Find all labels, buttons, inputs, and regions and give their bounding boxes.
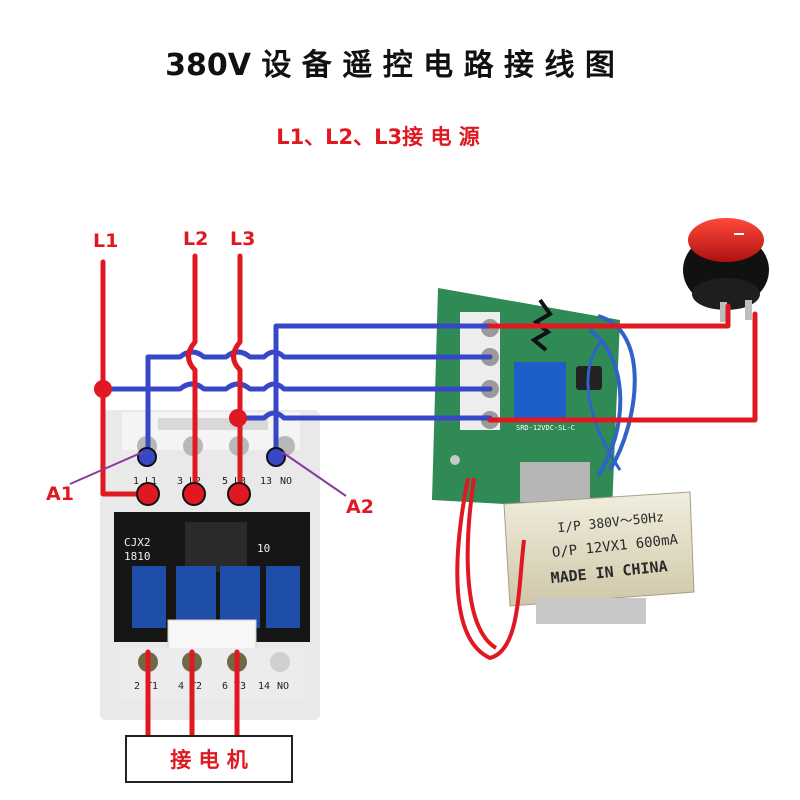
switch-pin: [720, 302, 727, 322]
motor-label: 接 电 机: [170, 748, 248, 772]
board-mount-hole: [450, 455, 460, 465]
contactor-window: [185, 522, 247, 572]
terminal-label: 5: [222, 476, 228, 487]
contactor-aux: 10: [257, 542, 270, 555]
terminal-label: NO: [280, 476, 292, 487]
transformer-base: [536, 598, 646, 624]
label-l3: L3: [230, 228, 255, 250]
pointer-a2: [281, 451, 347, 497]
terminal-a1: [137, 447, 157, 467]
terminal-l2: [182, 482, 206, 506]
transformer-core: [503, 491, 695, 607]
contactor-rating: 1810: [124, 550, 151, 563]
transformer-bobbin: [520, 462, 590, 502]
bottom-screw-14: [270, 652, 290, 672]
rocker-switch: [683, 218, 769, 322]
blue-block-center-right: [220, 566, 260, 628]
transformer: I/P 380V～50Hz O/P 12VX1 600mA MADE IN CH…: [455, 314, 695, 661]
label-l2: L2: [183, 228, 208, 250]
terminal-label: 4: [178, 681, 184, 692]
junction-l3: [229, 409, 247, 427]
terminal-label: 1: [133, 476, 139, 487]
terminal-label: 6: [222, 681, 228, 692]
contactor-label-plate: [167, 619, 257, 651]
transformer-wire-red: [455, 477, 526, 661]
terminal-l3: [227, 482, 251, 506]
terminal-label: T2: [190, 681, 202, 692]
junction-l1: [94, 380, 112, 398]
terminal-label: NO: [277, 681, 289, 692]
red-wires: [100, 253, 758, 739]
transformer-wire-red-2: [465, 477, 498, 650]
wire-l1: [100, 259, 151, 497]
wire-switch-a: [487, 303, 731, 329]
pointer-a1: [69, 451, 144, 485]
blue-block-right: [266, 566, 300, 628]
label-a2: A2: [346, 496, 374, 518]
blue-block-left: [132, 566, 166, 628]
terminal-label: L1: [145, 476, 157, 487]
terminal-label: T1: [146, 681, 158, 692]
terminal-label: 2: [134, 681, 140, 692]
label-l1: L1: [93, 230, 118, 252]
terminal-label: 3: [177, 476, 183, 487]
switch-base: [692, 278, 760, 310]
relay-label: SRD-12VDC-SL-C: [516, 424, 575, 432]
contactor-model: CJX2: [124, 536, 151, 549]
page-title: 380V 设 备 遥 控 电 路 接 线 图: [165, 48, 615, 83]
wire-l3: [231, 253, 243, 497]
terminal-a2: [266, 447, 286, 467]
terminal-l1: [136, 482, 160, 506]
motor-box: [125, 735, 293, 783]
switch-rocker: [688, 218, 764, 262]
blue-block-center-left: [176, 566, 216, 628]
blue-lead-3: [586, 339, 622, 471]
blue-wire-l1-tap: [100, 381, 493, 392]
subtitle: L1、L2、L3接 电 源: [276, 125, 480, 149]
blue-wire-l3-tap: [235, 410, 493, 421]
switch-pin: [745, 300, 752, 320]
terminal-label: 13: [260, 476, 272, 487]
blue-lead-2: [588, 328, 623, 478]
wire-l2: [186, 253, 198, 497]
label-a1: A1: [46, 483, 74, 505]
wire-switch-b: [487, 311, 758, 423]
terminal-label: 14: [258, 681, 270, 692]
terminal-label: T3: [234, 681, 246, 692]
relay: [514, 362, 566, 422]
